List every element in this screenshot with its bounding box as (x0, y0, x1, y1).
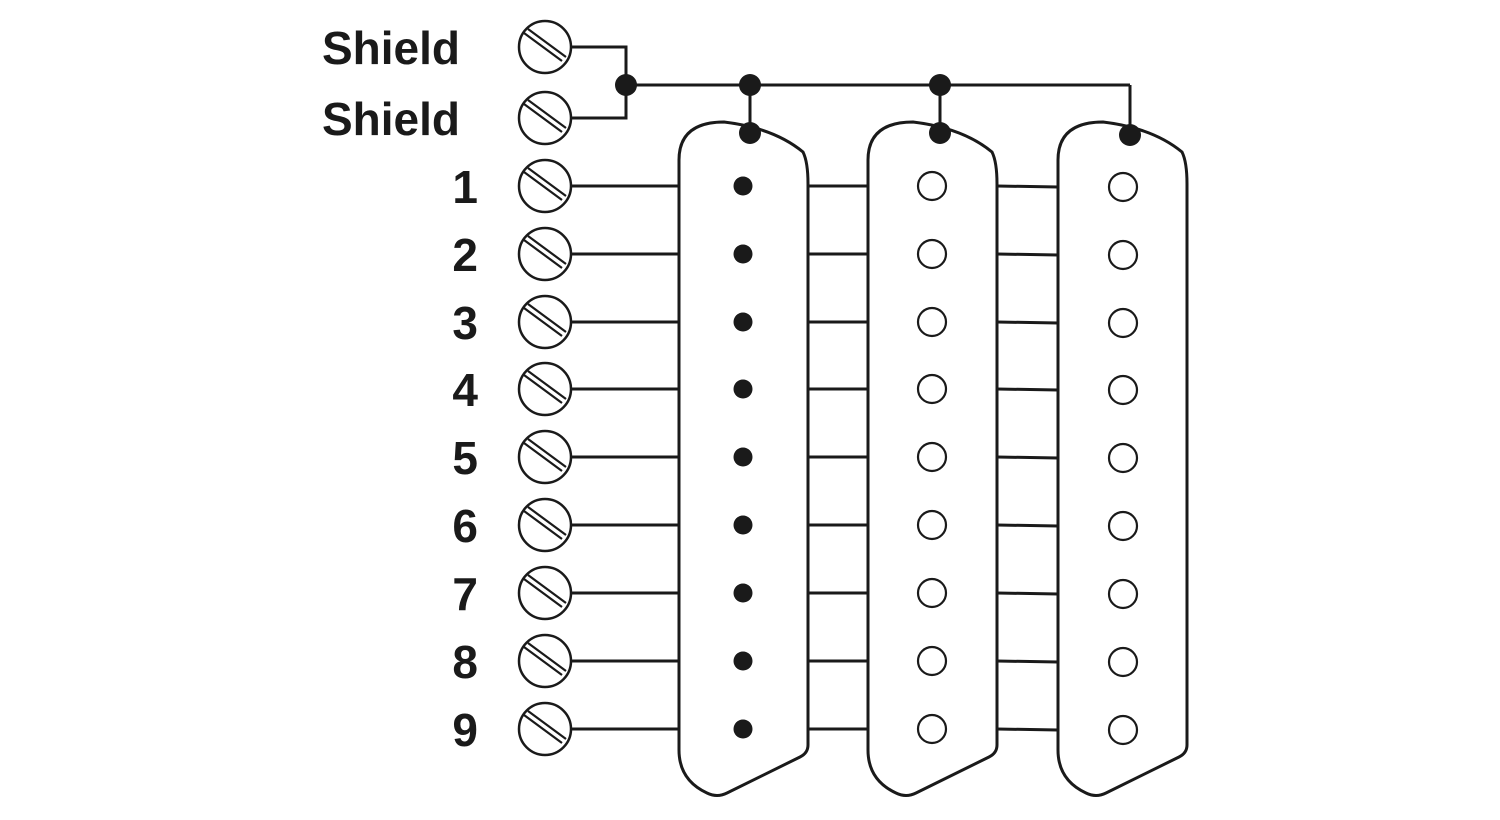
pin-contact-icon (733, 447, 753, 467)
screw-terminal-icon (517, 633, 573, 689)
socket-contact-icon (916, 306, 948, 338)
connectors (677, 120, 1189, 797)
screw-terminal-icon (517, 701, 573, 757)
screw-terminal-icon (517, 361, 573, 417)
pin-number-label: 1 (452, 161, 478, 213)
socket-contact-icon (916, 713, 948, 745)
shield-label: Shield (322, 93, 460, 145)
shield-terminal-icon (517, 19, 573, 75)
socket-contact-icon (916, 373, 948, 405)
socket-contact-icon (916, 441, 948, 473)
signal-wire (996, 252, 1059, 257)
pin-contact-icon (733, 583, 753, 603)
junction-dot-icon (739, 74, 761, 96)
pin-number-label: 4 (452, 364, 478, 416)
wires (571, 45, 1132, 732)
pin-number-label: 6 (452, 500, 478, 552)
signal-wire (996, 591, 1059, 596)
screw-terminal-icon (517, 429, 573, 485)
socket-contact-icon (1107, 374, 1139, 406)
socket-contact-icon (1107, 510, 1139, 542)
pin-contact-icon (733, 651, 753, 671)
junction-dot-icon (615, 74, 637, 96)
signal-wire (996, 387, 1059, 392)
terminal-block (517, 19, 573, 757)
pin-contact-icon (733, 244, 753, 264)
socket-contact-icon (1107, 578, 1139, 610)
junction-dot-icon (929, 74, 951, 96)
signal-wire (996, 523, 1059, 528)
screw-terminal-icon (517, 226, 573, 282)
screw-terminal-icon (517, 497, 573, 553)
socket-contact-icon (916, 238, 948, 270)
pin-number-label: 7 (452, 568, 478, 620)
screw-terminal-icon (517, 158, 573, 214)
socket-contact-icon (1107, 442, 1139, 474)
socket-contact-icon (916, 645, 948, 677)
shield-label: Shield (322, 22, 460, 74)
junction-dot-icon (1119, 124, 1141, 146)
pin-number-label: 2 (452, 229, 478, 281)
screw-terminal-icon (517, 565, 573, 621)
pin-contact-icon (733, 176, 753, 196)
dsub-connector-icon (1056, 120, 1189, 797)
dsub-connector-icon (677, 120, 810, 797)
junctions (615, 74, 1141, 146)
pin-contact-icon (733, 719, 753, 739)
socket-contact-icon (1107, 714, 1139, 746)
junction-dot-icon (739, 122, 761, 144)
dsub-connector-icon (866, 120, 999, 797)
pin-number-label: 8 (452, 636, 478, 688)
pin-number-label: 9 (452, 704, 478, 756)
pin-contact-icon (733, 379, 753, 399)
pin-number-label: 3 (452, 297, 478, 349)
pin-contact-icon (733, 312, 753, 332)
socket-contact-icon (1107, 307, 1139, 339)
socket-contact-icon (1107, 239, 1139, 271)
socket-contact-icon (1107, 646, 1139, 678)
shield-terminal-icon (517, 90, 573, 146)
socket-contact-icon (1107, 171, 1139, 203)
signal-wire (996, 320, 1059, 325)
screw-terminal-icon (517, 294, 573, 350)
socket-contact-icon (916, 577, 948, 609)
signal-wire (996, 455, 1059, 460)
socket-contact-icon (916, 509, 948, 541)
signal-wire (996, 184, 1059, 189)
socket-contact-icon (916, 170, 948, 202)
signal-wire (996, 727, 1059, 732)
pin-number-label: 5 (452, 432, 478, 484)
signal-wire (996, 659, 1059, 664)
junction-dot-icon (929, 122, 951, 144)
pin-contact-icon (733, 515, 753, 535)
